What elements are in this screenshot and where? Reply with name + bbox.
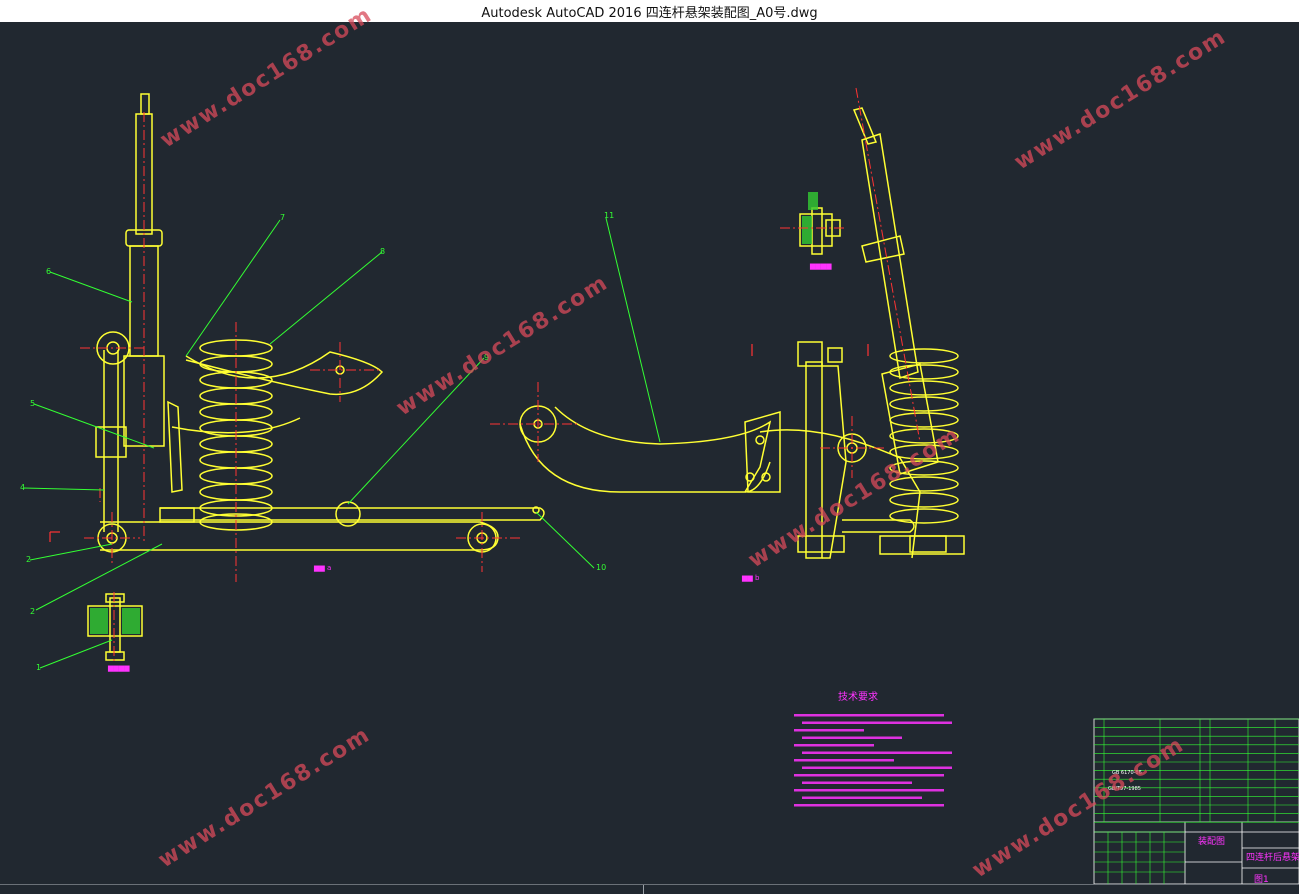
sheet-label: 图1 — [1254, 874, 1269, 884]
tech-req-line — [802, 721, 952, 724]
left-hatch — [90, 608, 140, 634]
part-number-label: 6 — [46, 267, 51, 276]
lower-arm-right — [759, 429, 921, 559]
right-assembly — [759, 107, 965, 559]
cad-drawing[interactable]: 1 2 2 4 5 6 7 8 9 10 11 ▆▆ a ▆▆ b ▆▆▆▆ ▆▆▆▆ 技术要求 装… — [0, 22, 1299, 884]
tech-req-line — [794, 714, 944, 717]
strut-right-rod — [861, 133, 919, 379]
section-marks — [49, 344, 869, 542]
link-rod-right — [842, 519, 915, 533]
knuckle-bracket — [95, 426, 127, 458]
tech-req-line — [802, 736, 902, 739]
detail-bolt-section — [87, 605, 143, 637]
bom-grid — [1094, 718, 1299, 884]
part-number-label: 1 — [36, 663, 41, 672]
link-mid-bushing — [335, 501, 361, 527]
tech-req-line — [802, 781, 912, 784]
tech-req-line — [794, 729, 864, 732]
window-title: Autodesk AutoCAD 2016 四连杆悬架装配图_A0号.dwg — [481, 5, 818, 21]
tech-req-line — [794, 804, 944, 807]
part-number-label: 11 — [604, 211, 614, 220]
tech-req-title: 技术要求 — [838, 690, 878, 703]
bom-code-1: GB 6170-86 — [1112, 770, 1142, 776]
detail-label-1: ▆▆▆▆ — [107, 664, 130, 672]
drawing-name: 装配图 — [1198, 835, 1225, 847]
section-labels: ▆▆ a ▆▆ b ▆▆▆▆ ▆▆▆▆ — [107, 262, 832, 672]
bom-code-2: GB/T97-1985 — [1108, 786, 1141, 792]
upper-control-arm — [185, 351, 384, 396]
status-divider — [643, 885, 644, 894]
tech-req-line — [794, 789, 944, 792]
product-name: 四连杆后悬架 — [1246, 851, 1299, 863]
part-number-label: 7 — [280, 213, 285, 222]
tech-requirements-text — [794, 714, 952, 807]
lower-control-arm — [100, 521, 499, 551]
part-number-label: 4 — [20, 483, 25, 492]
coil-spring-right — [889, 348, 959, 524]
part-number-label: 2 — [26, 555, 31, 564]
part-number-labels: 1 2 2 4 5 6 7 8 9 10 11 — [20, 211, 614, 672]
right-hatch — [802, 192, 818, 244]
tech-req-line — [802, 766, 952, 769]
status-line — [0, 884, 1299, 894]
title-block-text: 装配图 四连杆后悬架 图1 GB 6170-86 GB/T97-1985 — [1108, 770, 1299, 884]
part-number-label: 9 — [484, 353, 489, 362]
strut-top-thread — [140, 93, 150, 115]
upright-body-right — [822, 365, 847, 559]
detail-bolt-top — [799, 213, 833, 247]
part-number-label: 8 — [380, 247, 385, 256]
part-number-label: 5 — [30, 399, 35, 408]
hub-plate — [167, 400, 183, 493]
trailing-arm-11 — [519, 406, 772, 493]
knuckle-post — [103, 350, 119, 532]
tech-req-line — [802, 751, 952, 754]
view-label-a: ▆▆ a — [313, 564, 331, 572]
part-number-label: 2 — [30, 607, 35, 616]
trailing-link — [160, 507, 545, 521]
strut-right-upper-mount — [861, 235, 905, 263]
arm-bracket — [744, 411, 781, 493]
window-title-bar: Autodesk AutoCAD 2016 四连杆悬架装配图_A0号.dwg — [0, 0, 1299, 22]
leader-lines — [23, 217, 661, 669]
part-number-label: 10 — [596, 563, 606, 572]
arm-bolt-block — [159, 507, 195, 523]
top-bolt-right — [797, 341, 823, 367]
bottom-bolt-right — [797, 535, 845, 553]
tech-req-line — [794, 759, 894, 762]
center-link — [519, 405, 781, 493]
center-lines — [80, 87, 921, 662]
tech-req-line — [794, 744, 874, 747]
tech-req-line — [802, 796, 922, 799]
detail-label-2: ▆▆▆▆ — [809, 262, 832, 270]
view-label-b: ▆▆ b — [741, 574, 760, 582]
tech-req-line — [794, 774, 944, 777]
